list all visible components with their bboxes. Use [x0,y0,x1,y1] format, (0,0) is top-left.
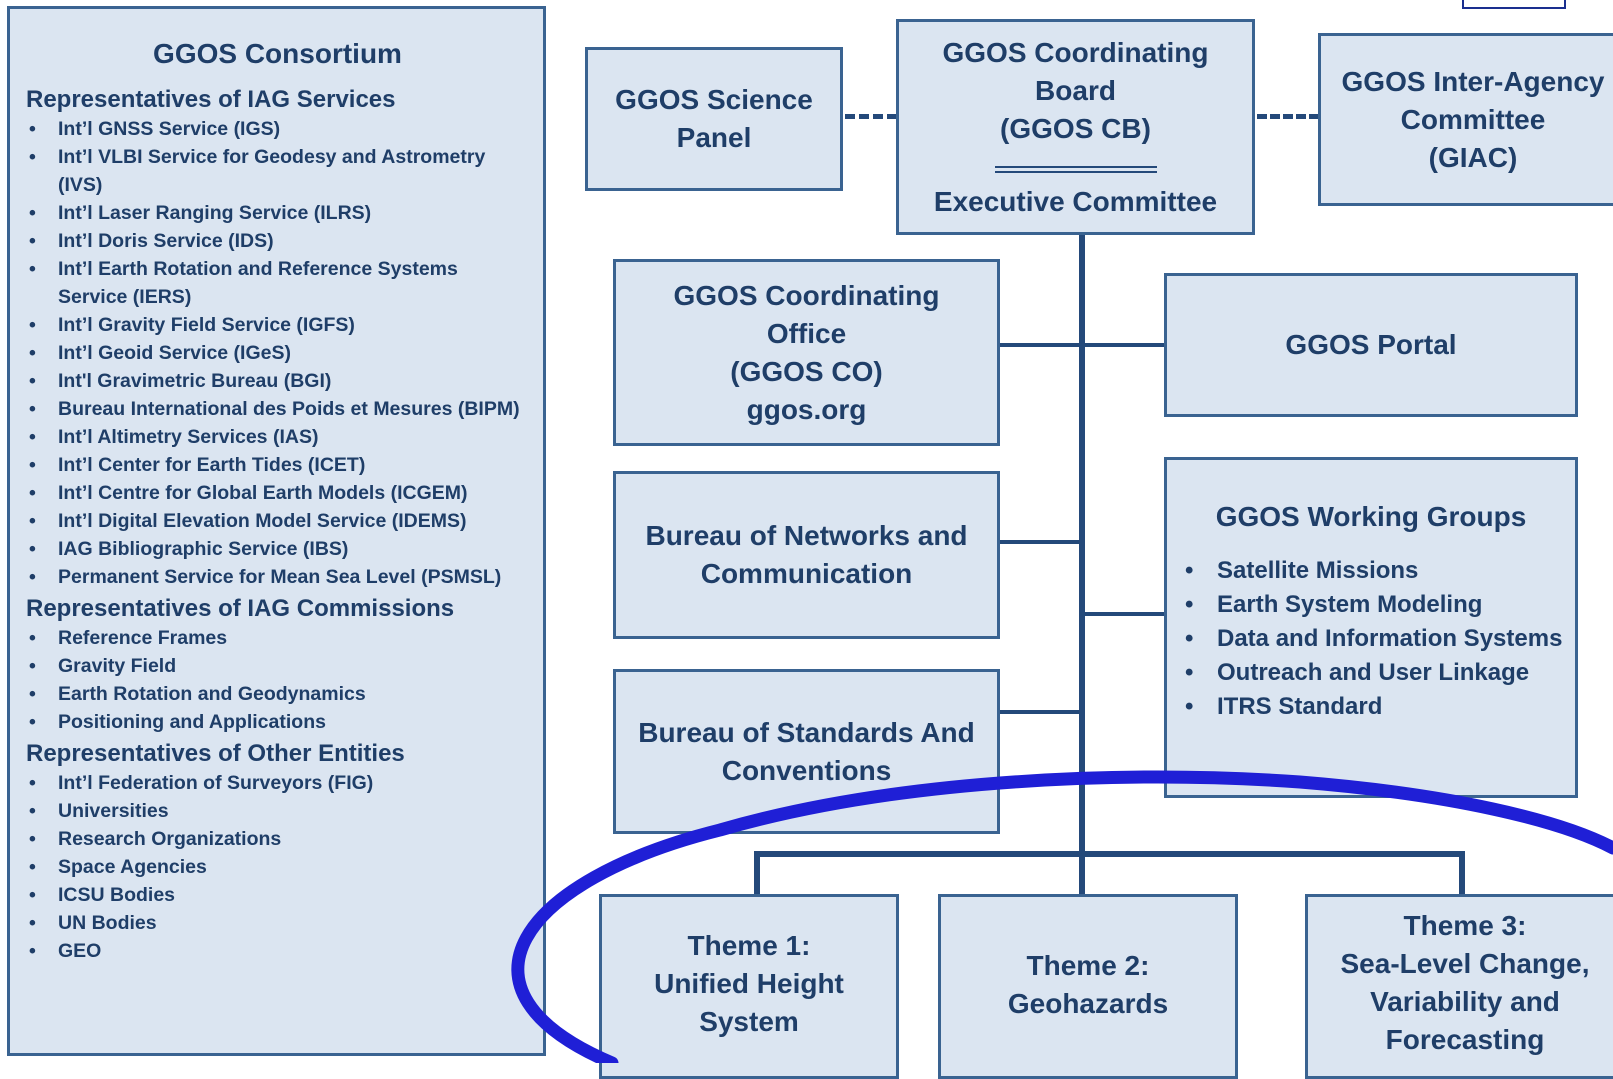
list-item: Int’l Altimetry Services (IAS) [26,423,529,451]
list-item: GEO [26,937,529,965]
consortium-panel: GGOS Consortium Representatives of IAG S… [7,6,546,1056]
bureau-standards-line-1: Bureau of Standards And [638,716,975,748]
other-entities-list: Int’l Federation of Surveyors (FIG) Univ… [26,769,529,965]
coordinating-board-box: GGOS Coordinating Board (GGOS CB) Execut… [896,19,1255,235]
science-panel-line-1: GGOS Science [615,84,813,115]
theme-3-box: Theme 3: Sea-Level Change, Variability a… [1305,894,1613,1079]
working-groups-box: GGOS Working Groups Satellite Missions E… [1164,457,1578,798]
coordinating-office-website: ggos.org [746,393,867,425]
science-panel-line-2: Panel [676,122,752,153]
theme-3-line-4: Forecasting [1385,1024,1545,1055]
theme-3-line-2: Sea-Level Change, [1340,948,1590,979]
coordinating-office-box: GGOS Coordinating Office (GGOS CO) ggos.… [613,259,1000,446]
section-heading-iag-commissions: Representatives of IAG Commissions [26,595,455,622]
list-item: Satellite Missions [1167,554,1575,588]
branch-standards [998,710,1082,714]
list-item: Earth Rotation and Geodynamics [26,680,529,708]
branch-networks [998,540,1082,544]
list-item: Int’l Center for Earth Tides (ICET) [26,451,529,479]
working-groups-list: Satellite Missions Earth System Modeling… [1167,554,1575,724]
portal-box: GGOS Portal [1164,273,1578,417]
bureau-networks-line-1: Bureau of Networks and [645,520,968,551]
list-item: Int’l Digital Elevation Model Service (I… [26,507,529,535]
theme-2-box: Theme 2: Geohazards [938,894,1238,1079]
bureau-standards-line-2: Conventions [721,754,892,786]
list-item: Space Agencies [26,853,529,881]
giac-line-1: GGOS Inter-Agency [1341,65,1605,97]
list-item: Int’l Federation of Surveyors (FIG) [26,769,529,797]
list-item: Int’l Centre for Global Earth Models (IC… [26,479,529,507]
double-rule-divider [994,166,1157,173]
working-groups-title: GGOS Working Groups [1215,501,1527,532]
giac-line-2: Committee [1400,103,1546,135]
list-item: Positioning and Applications [26,708,529,736]
list-item: Int’l Gravity Field Service (IGFS) [26,311,529,339]
theme-3-drop-connector [1459,851,1465,895]
iag-services-list: Int’l GNSS Service (IGS) Int’l VLBI Serv… [26,115,529,591]
list-item: Bureau International des Poids et Mesure… [26,395,529,423]
science-panel-box: GGOS Science Panel [585,47,843,191]
theme-2-line-1: Theme 2: [1026,950,1150,981]
list-item: Earth System Modeling [1167,588,1575,622]
list-item: Int’l Laser Ranging Service (ILRS) [26,199,529,227]
theme-1-drop-connector [754,851,760,895]
list-item: Research Organizations [26,825,529,853]
list-item: Outreach and User Linkage [1167,656,1575,690]
coordinating-office-line-3: (GGOS CO) [730,355,883,387]
theme-3-line-3: Variability and [1370,986,1560,1017]
list-item: Int’l Geoid Service (IGeS) [26,339,529,367]
coordinating-office-line-1: GGOS Coordinating [673,279,940,311]
theme-1-line-3: System [699,1006,799,1037]
theme-2-line-2: Geohazards [1007,988,1169,1019]
list-item: Gravity Field [26,652,529,680]
theme-1-line-2: Unified Height [654,968,844,999]
logo-fragment [1462,0,1566,9]
list-item: Reference Frames [26,624,529,652]
list-item: ITRS Standard [1167,690,1575,724]
consortium-title: GGOS Consortium [153,38,402,69]
bureau-networks-box: Bureau of Networks and Communication [613,471,1000,639]
list-item: IAG Bibliographic Service (IBS) [26,535,529,563]
list-item: Permanent Service for Mean Sea Level (PS… [26,563,529,591]
branch-office-portal [998,343,1166,347]
coordinating-board-line-1: GGOS Coordinating [942,37,1209,68]
list-item: ICSU Bodies [26,881,529,909]
list-item: Int’l Earth Rotation and Reference Syste… [26,255,529,311]
list-item: Int’l GNSS Service (IGS) [26,115,529,143]
list-item: Universities [26,797,529,825]
coordinating-board-line-3: (GGOS CB) [1000,113,1151,144]
themes-bus-connector [754,851,1465,857]
theme-3-line-1: Theme 3: [1403,910,1527,941]
branch-working-groups [1082,612,1166,616]
section-heading-iag-services: Representatives of IAG Services [26,86,396,113]
coordinating-office-line-2: Office [766,317,847,349]
dashed-connector-science-panel [845,114,897,119]
list-item: Int’l Doris Service (IDS) [26,227,529,255]
portal-label: GGOS Portal [1285,329,1457,360]
list-item: UN Bodies [26,909,529,937]
bureau-networks-line-2: Communication [700,558,913,589]
list-item: Int’l VLBI Service for Geodesy and Astro… [26,143,529,199]
section-heading-other-entities: Representatives of Other Entities [26,740,405,767]
iag-commissions-list: Reference Frames Gravity Field Earth Rot… [26,624,529,736]
bureau-standards-box: Bureau of Standards And Conventions [613,669,1000,834]
executive-committee-label: Executive Committee [933,186,1218,217]
list-item: Data and Information Systems [1167,622,1575,656]
main-trunk-connector [1079,234,1085,895]
giac-line-3: (GIAC) [1428,141,1518,173]
theme-1-box: Theme 1: Unified Height System [599,894,899,1079]
list-item: Int'l Gravimetric Bureau (BGI) [26,367,529,395]
giac-box: GGOS Inter-Agency Committee (GIAC) [1318,33,1613,206]
coordinating-board-line-2: Board [1035,75,1116,106]
theme-1-line-1: Theme 1: [687,930,811,961]
dashed-connector-giac [1257,114,1319,119]
